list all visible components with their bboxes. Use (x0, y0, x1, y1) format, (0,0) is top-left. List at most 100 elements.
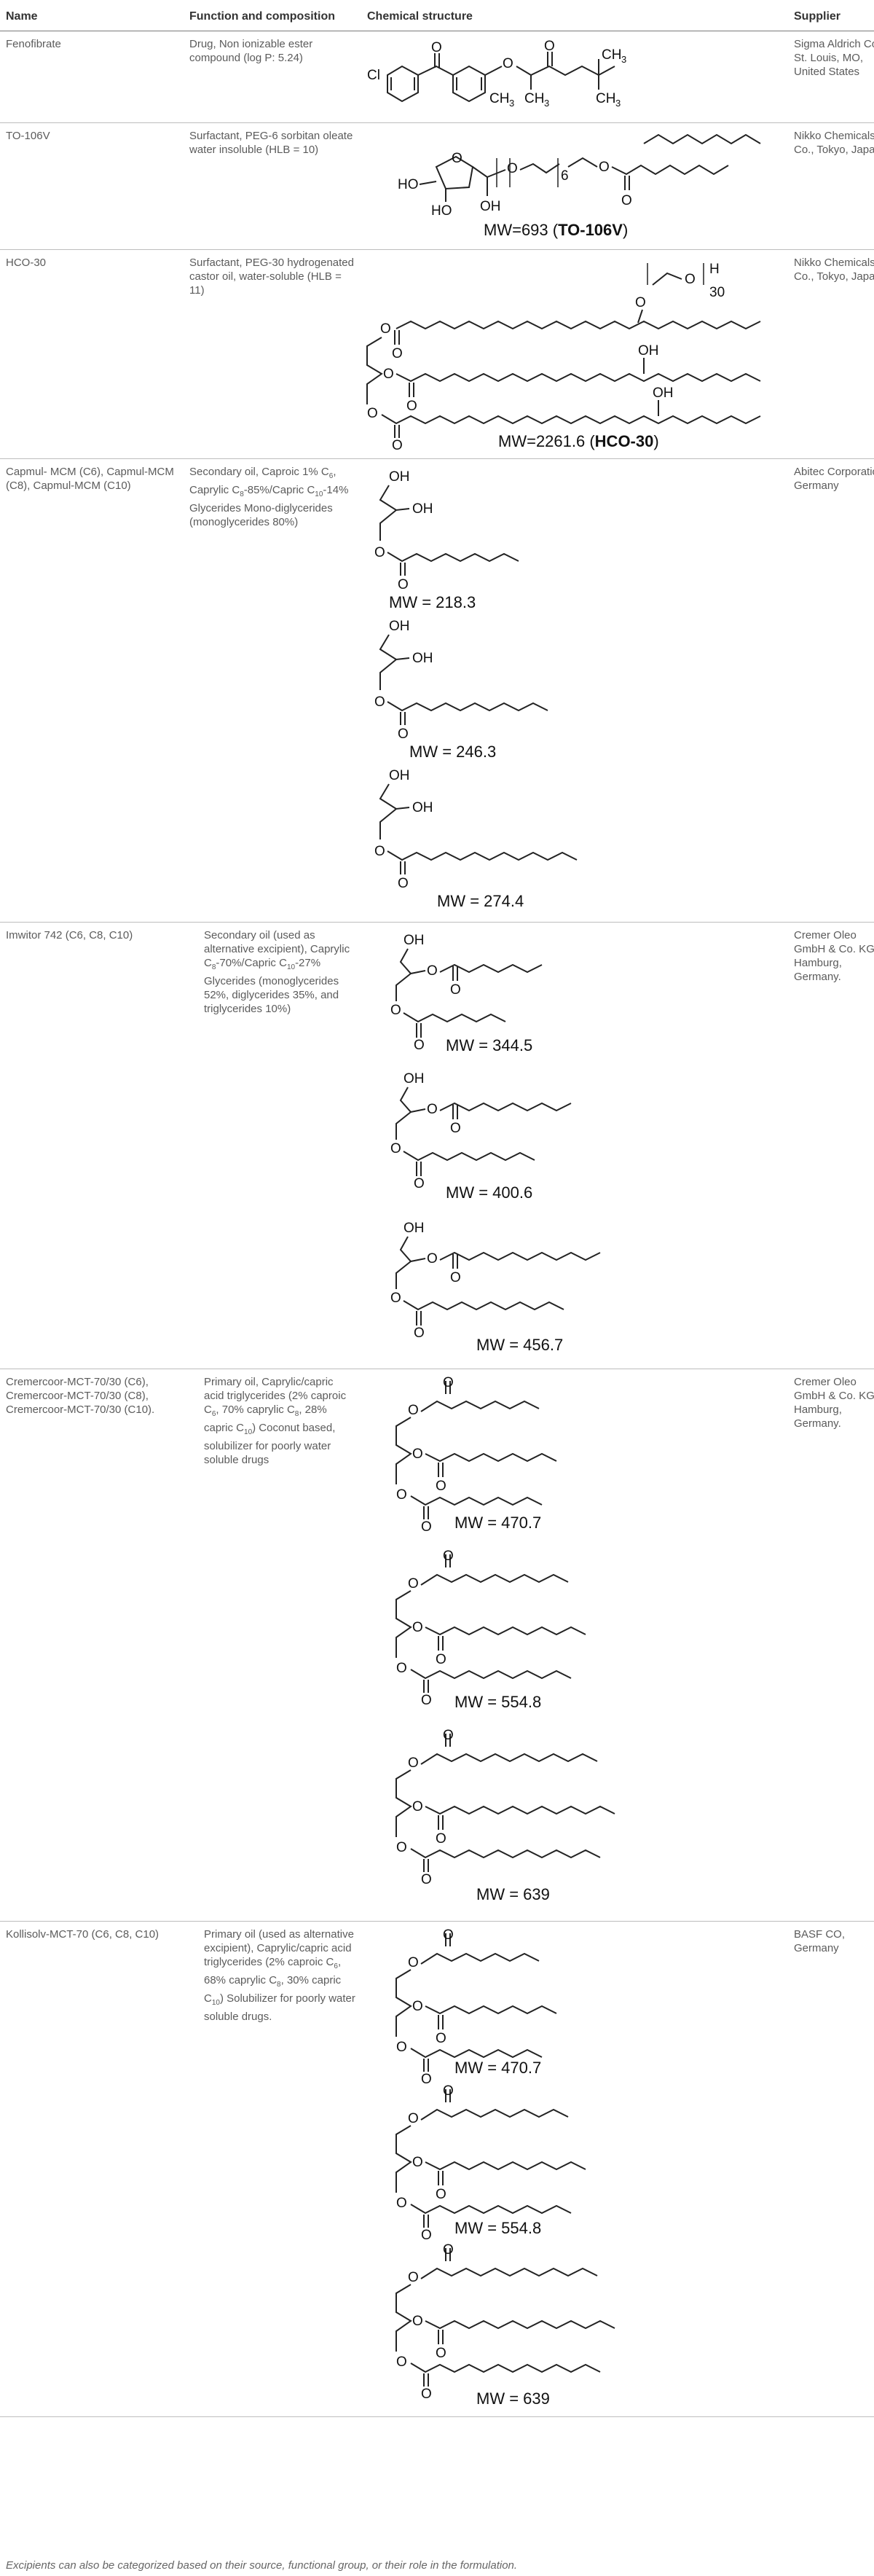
cell-structure: O O O O O O MW = 470.7 (361, 1369, 788, 1922)
atom-label-ch3: CH (524, 91, 544, 106)
atom-label-six: 6 (561, 168, 569, 184)
capmul-mw-1: MW = 218.3 (389, 593, 476, 611)
atom-label-o: O (408, 1755, 419, 1771)
atom-label-o: O (374, 694, 385, 710)
cell-supplier: Sigma Aldrich Co, St. Louis, MO, United … (788, 31, 874, 123)
atom-label-o: O (414, 1326, 425, 1341)
table-row: HCO-30 Surfactant, PEG-30 hydrogenated c… (0, 249, 874, 459)
function-text: Secondary oil (used as alternative excip… (204, 929, 350, 1015)
atom-label-o: O (421, 1519, 432, 1535)
atom-label-oh: OH (389, 469, 410, 485)
atom-label-o: O (436, 2031, 446, 2046)
atom-label-o: O (436, 2187, 446, 2202)
atom-label-o: O (408, 2270, 419, 2285)
header-structure: Chemical structure (361, 0, 788, 31)
atom-label-o: O (443, 1927, 454, 1943)
atom-label-o: O (390, 1003, 401, 1018)
atom-label-o: O (421, 1693, 432, 1708)
cremercoor-mw-2: MW = 554.8 (454, 1693, 541, 1711)
atom-label-o: O (408, 1576, 419, 1592)
cell-function: Primary oil, Caprylic/capric acid trigly… (184, 1369, 361, 1922)
table-row: Fenofibrate Drug, Non ionizable ester co… (0, 31, 874, 123)
cell-function: Surfactant, PEG-6 sorbitan oleate water … (184, 122, 361, 250)
cell-supplier: Abitec Corporation, Germany (788, 458, 874, 923)
function-text: Secondary oil, Caproic 1% C6, Caprylic C… (189, 466, 349, 528)
header-supplier: Supplier (788, 0, 874, 31)
cell-structure: O O O O O O MW = 470.7 (361, 1921, 788, 2417)
atom-label-o: O (450, 1270, 461, 1285)
capmul-structures: OH OH O O MW = 218.3 OH OH O (374, 469, 578, 910)
atom-label-o: O (421, 2228, 432, 2243)
atom-label-oh: OH (480, 199, 501, 214)
capmul-mw-3: MW = 274.4 (437, 892, 524, 910)
atom-label-o: O (443, 1728, 454, 1743)
atom-label-o: O (436, 1479, 446, 1494)
atom-label-o: O (421, 1872, 432, 1887)
kollisolv-structures: O O O O O O MW = 470.7 (395, 1927, 615, 2408)
atom-label-o: O (427, 1251, 438, 1267)
table-row: TO-106V Surfactant, PEG-6 sorbitan oleat… (0, 122, 874, 250)
atom-label-o: O (396, 2354, 407, 2370)
kollisolv-mw-2: MW = 554.8 (454, 2219, 541, 2237)
atom-label-o: O (396, 1487, 407, 1503)
atom-label-o: O (383, 367, 394, 382)
atom-label-oh: OH (412, 501, 433, 517)
triglyceride-c12: O O O O O O MW = 639 (395, 2242, 615, 2408)
monoglyceride-c12: OH OH O O MW = 274.4 (374, 768, 578, 910)
atom-label-o: O (452, 151, 462, 166)
atom-label-o: O (414, 1176, 425, 1191)
atom-label-thirty: 30 (709, 285, 725, 300)
atom-label-o: O (396, 1661, 407, 1676)
atom-label-o: O (412, 1799, 423, 1814)
atom-label-o: O (443, 2083, 454, 2099)
table-row: Cremercoor-MCT-70/30 (C6), Cremercoor-MC… (0, 1369, 874, 1922)
cell-structure: Cl O O O CH 3 CH 3 CH (361, 31, 788, 123)
atom-label-o: O (421, 2387, 432, 2402)
atom-label-o: O (374, 844, 385, 859)
kollisolv-mw-3: MW = 639 (476, 2389, 550, 2408)
atom-label-o: O (408, 1955, 419, 1970)
imwitor-mw-2: MW = 400.6 (446, 1183, 532, 1202)
atom-label-o: O (427, 1102, 438, 1117)
atom-label-o: O (380, 321, 391, 337)
imwitor-mw-1: MW = 344.5 (446, 1036, 532, 1054)
fenofibrate-structure: Cl O O O CH 3 CH 3 CH (367, 39, 626, 109)
atom-label-o: O (392, 346, 403, 361)
atom-label-oh: OH (638, 343, 659, 359)
header-row: Name Function and composition Chemical s… (0, 0, 874, 31)
monoglyceride-c8: OH OH O O MW = 218.3 (374, 469, 519, 611)
atom-label-o: O (450, 1121, 461, 1136)
atom-label-o: O (408, 1403, 419, 1418)
cell-structure: O HO HO OH O 6 O O (361, 122, 788, 250)
table-row: Imwitor 742 (C6, C8, C10) Secondary oil … (0, 922, 874, 1369)
atom-label-o: O (396, 2040, 407, 2055)
cell-function: Primary oil (used as alternative excipie… (184, 1921, 361, 2417)
cell-supplier: Nikko Chemicals Co., Tokyo, Japan. (788, 122, 874, 250)
atom-label-o: O (412, 2314, 423, 2329)
cell-structure: O H 30 O O O O O OH O (361, 249, 788, 459)
monoglyceride-c10: OH OH O O MW = 246.3 (374, 619, 548, 761)
capmul-mw-2: MW = 246.3 (409, 743, 496, 761)
atom-label-sub3: 3 (544, 98, 549, 109)
atom-label-o: O (427, 963, 438, 979)
atom-label-o: O (507, 161, 518, 176)
atom-label-oh: OH (653, 385, 674, 401)
header-name: Name (0, 0, 184, 31)
atom-label-o: O (635, 295, 646, 310)
to106v-structure: O HO HO OH O 6 O O (398, 133, 761, 239)
cell-name: Imwitor 742 (C6, C8, C10) (0, 922, 184, 1369)
cell-name: TO-106V (0, 122, 184, 250)
hco30-mw: MW=2261.6 (HCO-30) (498, 432, 659, 450)
cell-structure: OH O O O O MW = 344.5 OH (361, 922, 788, 1369)
atom-label-o: O (367, 406, 378, 421)
atom-label-o: O (436, 1652, 446, 1667)
to106v-mw: MW=693 (TO-106V) (484, 221, 628, 239)
atom-label-ho: HO (398, 177, 419, 192)
cell-function: Secondary oil, Caproic 1% C6, Caprylic C… (184, 458, 361, 923)
atom-label-o: O (503, 56, 513, 71)
atom-label-o: O (412, 2155, 423, 2170)
atom-label-o: O (412, 1620, 423, 1635)
atom-label-o: O (599, 160, 610, 175)
cell-name: Fenofibrate (0, 31, 184, 123)
